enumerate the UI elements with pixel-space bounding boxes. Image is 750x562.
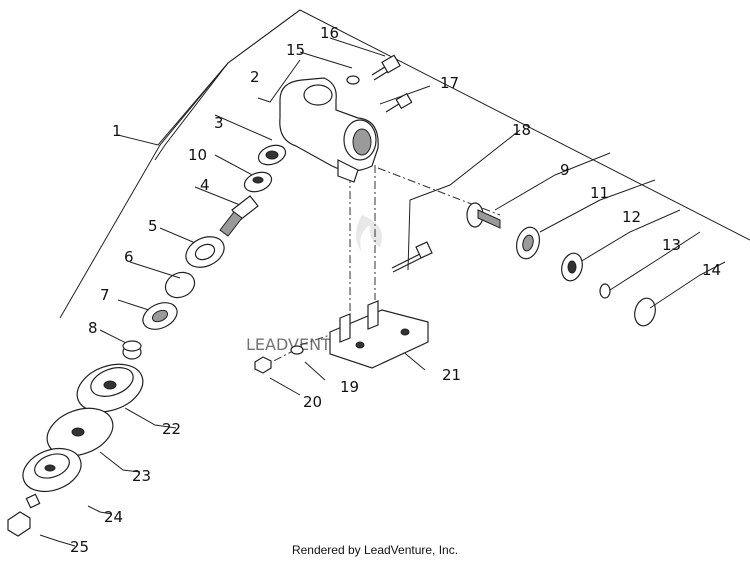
screw-17 [385,92,413,113]
callout-14: 14 [702,261,721,279]
callout-24: 24 [104,508,123,526]
gear-10 [243,171,273,193]
bearing-11 [515,226,541,260]
callout-1: 1 [112,122,122,140]
callout-6: 6 [124,248,134,266]
callout-labels: 1 2 3 4 5 6 7 8 9 10 11 12 13 14 15 16 1… [70,24,721,556]
callout-19: 19 [340,378,359,396]
plate-23 [46,407,114,457]
callout-22: 22 [162,420,181,438]
callout-5: 5 [148,217,158,235]
callout-21: 21 [442,366,461,384]
callout-23: 23 [132,467,151,485]
bracket-21 [329,300,429,369]
callout-4: 4 [200,176,210,194]
callout-11: 11 [590,184,609,202]
nut-25 [7,493,41,537]
callout-12: 12 [622,208,641,226]
callout-8: 8 [88,319,98,337]
callout-3: 3 [214,114,224,132]
washer-15 [346,75,360,85]
bearing-3 [257,144,287,166]
flame-logo-icon [356,215,382,253]
callout-2: 2 [250,68,260,86]
gear-9 [466,202,501,229]
callout-20: 20 [303,393,322,411]
callout-13: 13 [662,236,681,254]
callout-17: 17 [440,74,459,92]
callout-10: 10 [188,146,207,164]
callout-7: 7 [100,286,110,304]
bolt-18 [391,241,433,273]
seal-7 [142,302,178,330]
render-credit: Rendered by LeadVenture, Inc. [291,543,459,557]
snap-ring-14 [634,297,656,327]
callout-9: 9 [560,161,570,179]
bolt-16 [371,54,401,81]
callout-18: 18 [512,121,531,139]
leader-lines [39,9,750,547]
washer-19 [290,345,304,355]
shaft-4 [219,195,259,237]
ring-13 [599,283,611,299]
nut-20 [254,356,272,374]
cup-24 [22,447,82,493]
bearing-5 [185,236,225,268]
callout-16: 16 [320,24,339,42]
snap-ring-6 [164,271,196,299]
gear-case-housing [279,77,379,183]
blade-holder-22 [76,363,144,413]
callout-25: 25 [70,538,89,556]
callout-15: 15 [286,41,305,59]
bearing-12 [561,252,583,282]
collar-8 [122,340,142,360]
